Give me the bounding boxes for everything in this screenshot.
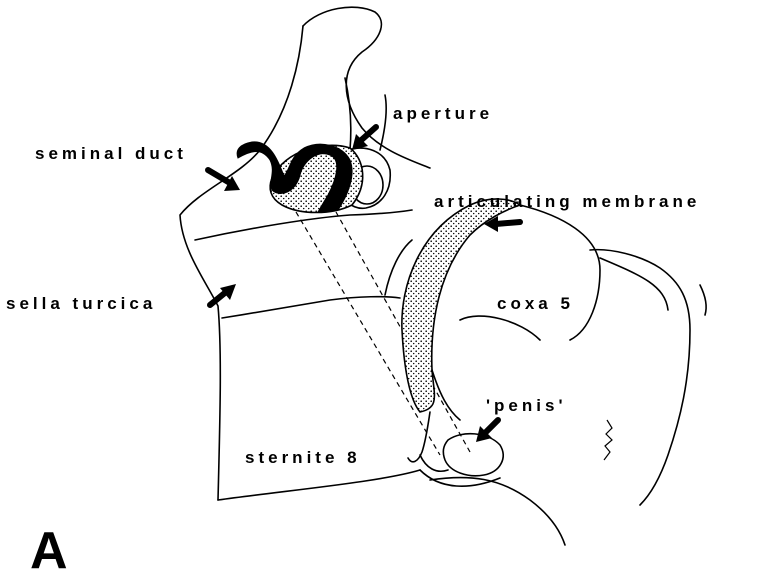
arrow-penis — [484, 420, 498, 434]
label-sternite-8: sternite 8 — [245, 448, 361, 467]
label-sella-turcica: sella turcica — [6, 294, 156, 313]
body-outline-bottom — [218, 470, 420, 500]
arrow-membrane — [496, 222, 520, 224]
penis-structure — [443, 434, 503, 476]
label-articulating-membrane: articulating membrane — [434, 192, 700, 211]
panel-letter: A — [30, 522, 68, 574]
coxa-connector — [408, 412, 430, 462]
lower-curve — [430, 477, 565, 545]
sella-lower-line — [222, 297, 400, 318]
label-coxa-5: coxa 5 — [497, 294, 574, 313]
right-lobe-hook — [700, 285, 706, 315]
upper-plate-line — [195, 210, 412, 240]
label-aperture: aperture — [393, 104, 493, 123]
right-lobe — [590, 250, 690, 505]
label-seminal-duct: seminal duct — [35, 144, 187, 163]
arrow-seminal-duct — [208, 170, 230, 183]
right-lobe-teeth — [604, 420, 612, 460]
label-penis: 'penis' — [486, 396, 567, 415]
body-outline-left — [180, 26, 303, 500]
coxa-5-inner-line — [460, 316, 540, 340]
penis-lower-lobe — [420, 455, 500, 486]
